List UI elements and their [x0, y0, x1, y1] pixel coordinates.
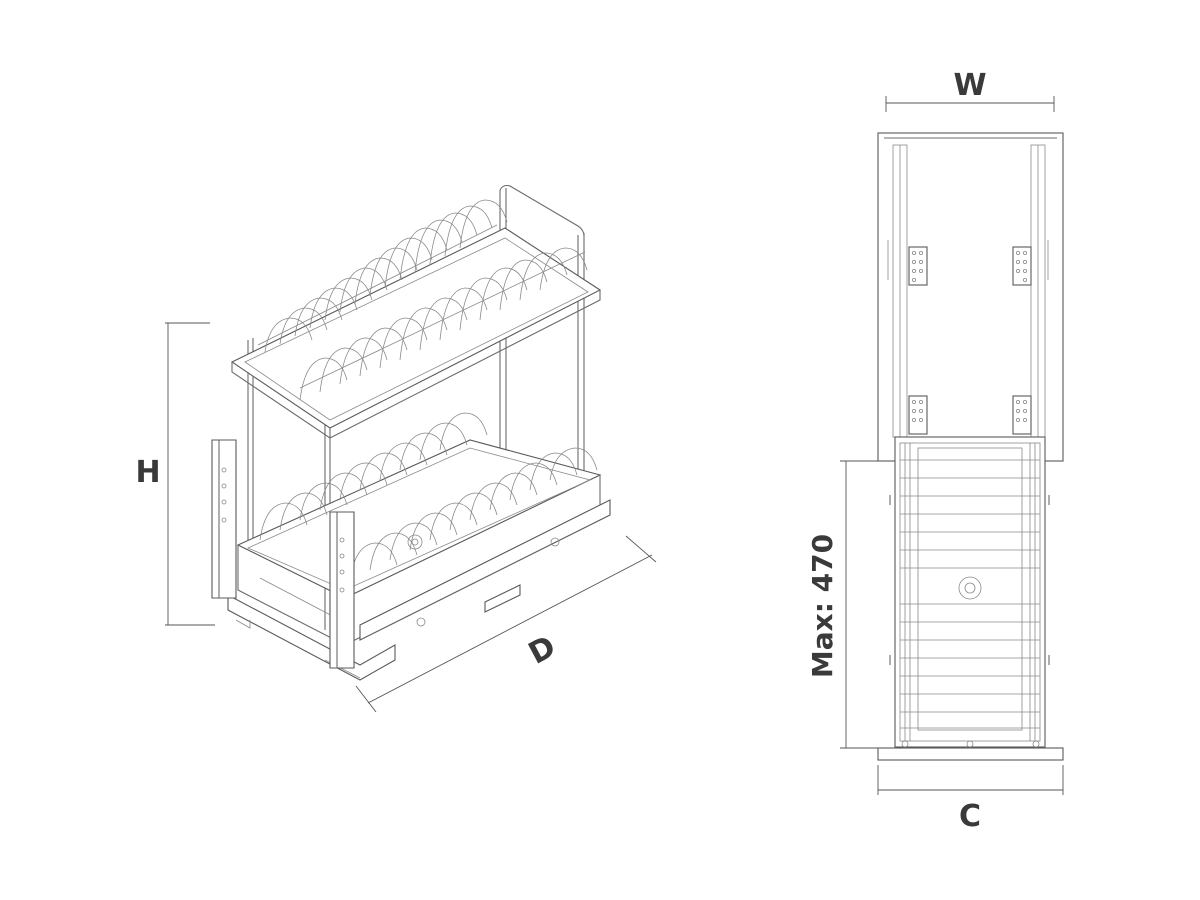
mounting-brackets — [211, 439, 355, 669]
lower-plate-wires — [259, 412, 598, 581]
upper-shelf — [230, 227, 602, 439]
depth-label: D — [523, 629, 561, 672]
height-label: H — [135, 455, 160, 490]
base-plate — [877, 747, 1064, 761]
depth-dimension — [355, 535, 657, 713]
isometric-view: H D — [135, 184, 657, 713]
top-view: W — [806, 68, 1064, 834]
extended-basket — [889, 436, 1050, 748]
cabinet-dimension — [877, 765, 1064, 795]
max-extension-label: Max: 470 — [806, 534, 839, 678]
cabinet-label: C — [959, 799, 981, 834]
bracket-plates — [908, 246, 1032, 435]
slide-rails — [227, 499, 611, 681]
cabinet-outline — [877, 132, 1064, 462]
upper-plate-wires — [257, 199, 588, 401]
width-dimension — [885, 96, 1055, 112]
max-extension-dimension — [840, 460, 878, 749]
height-dimension — [165, 322, 215, 626]
width-label: W — [953, 68, 986, 103]
